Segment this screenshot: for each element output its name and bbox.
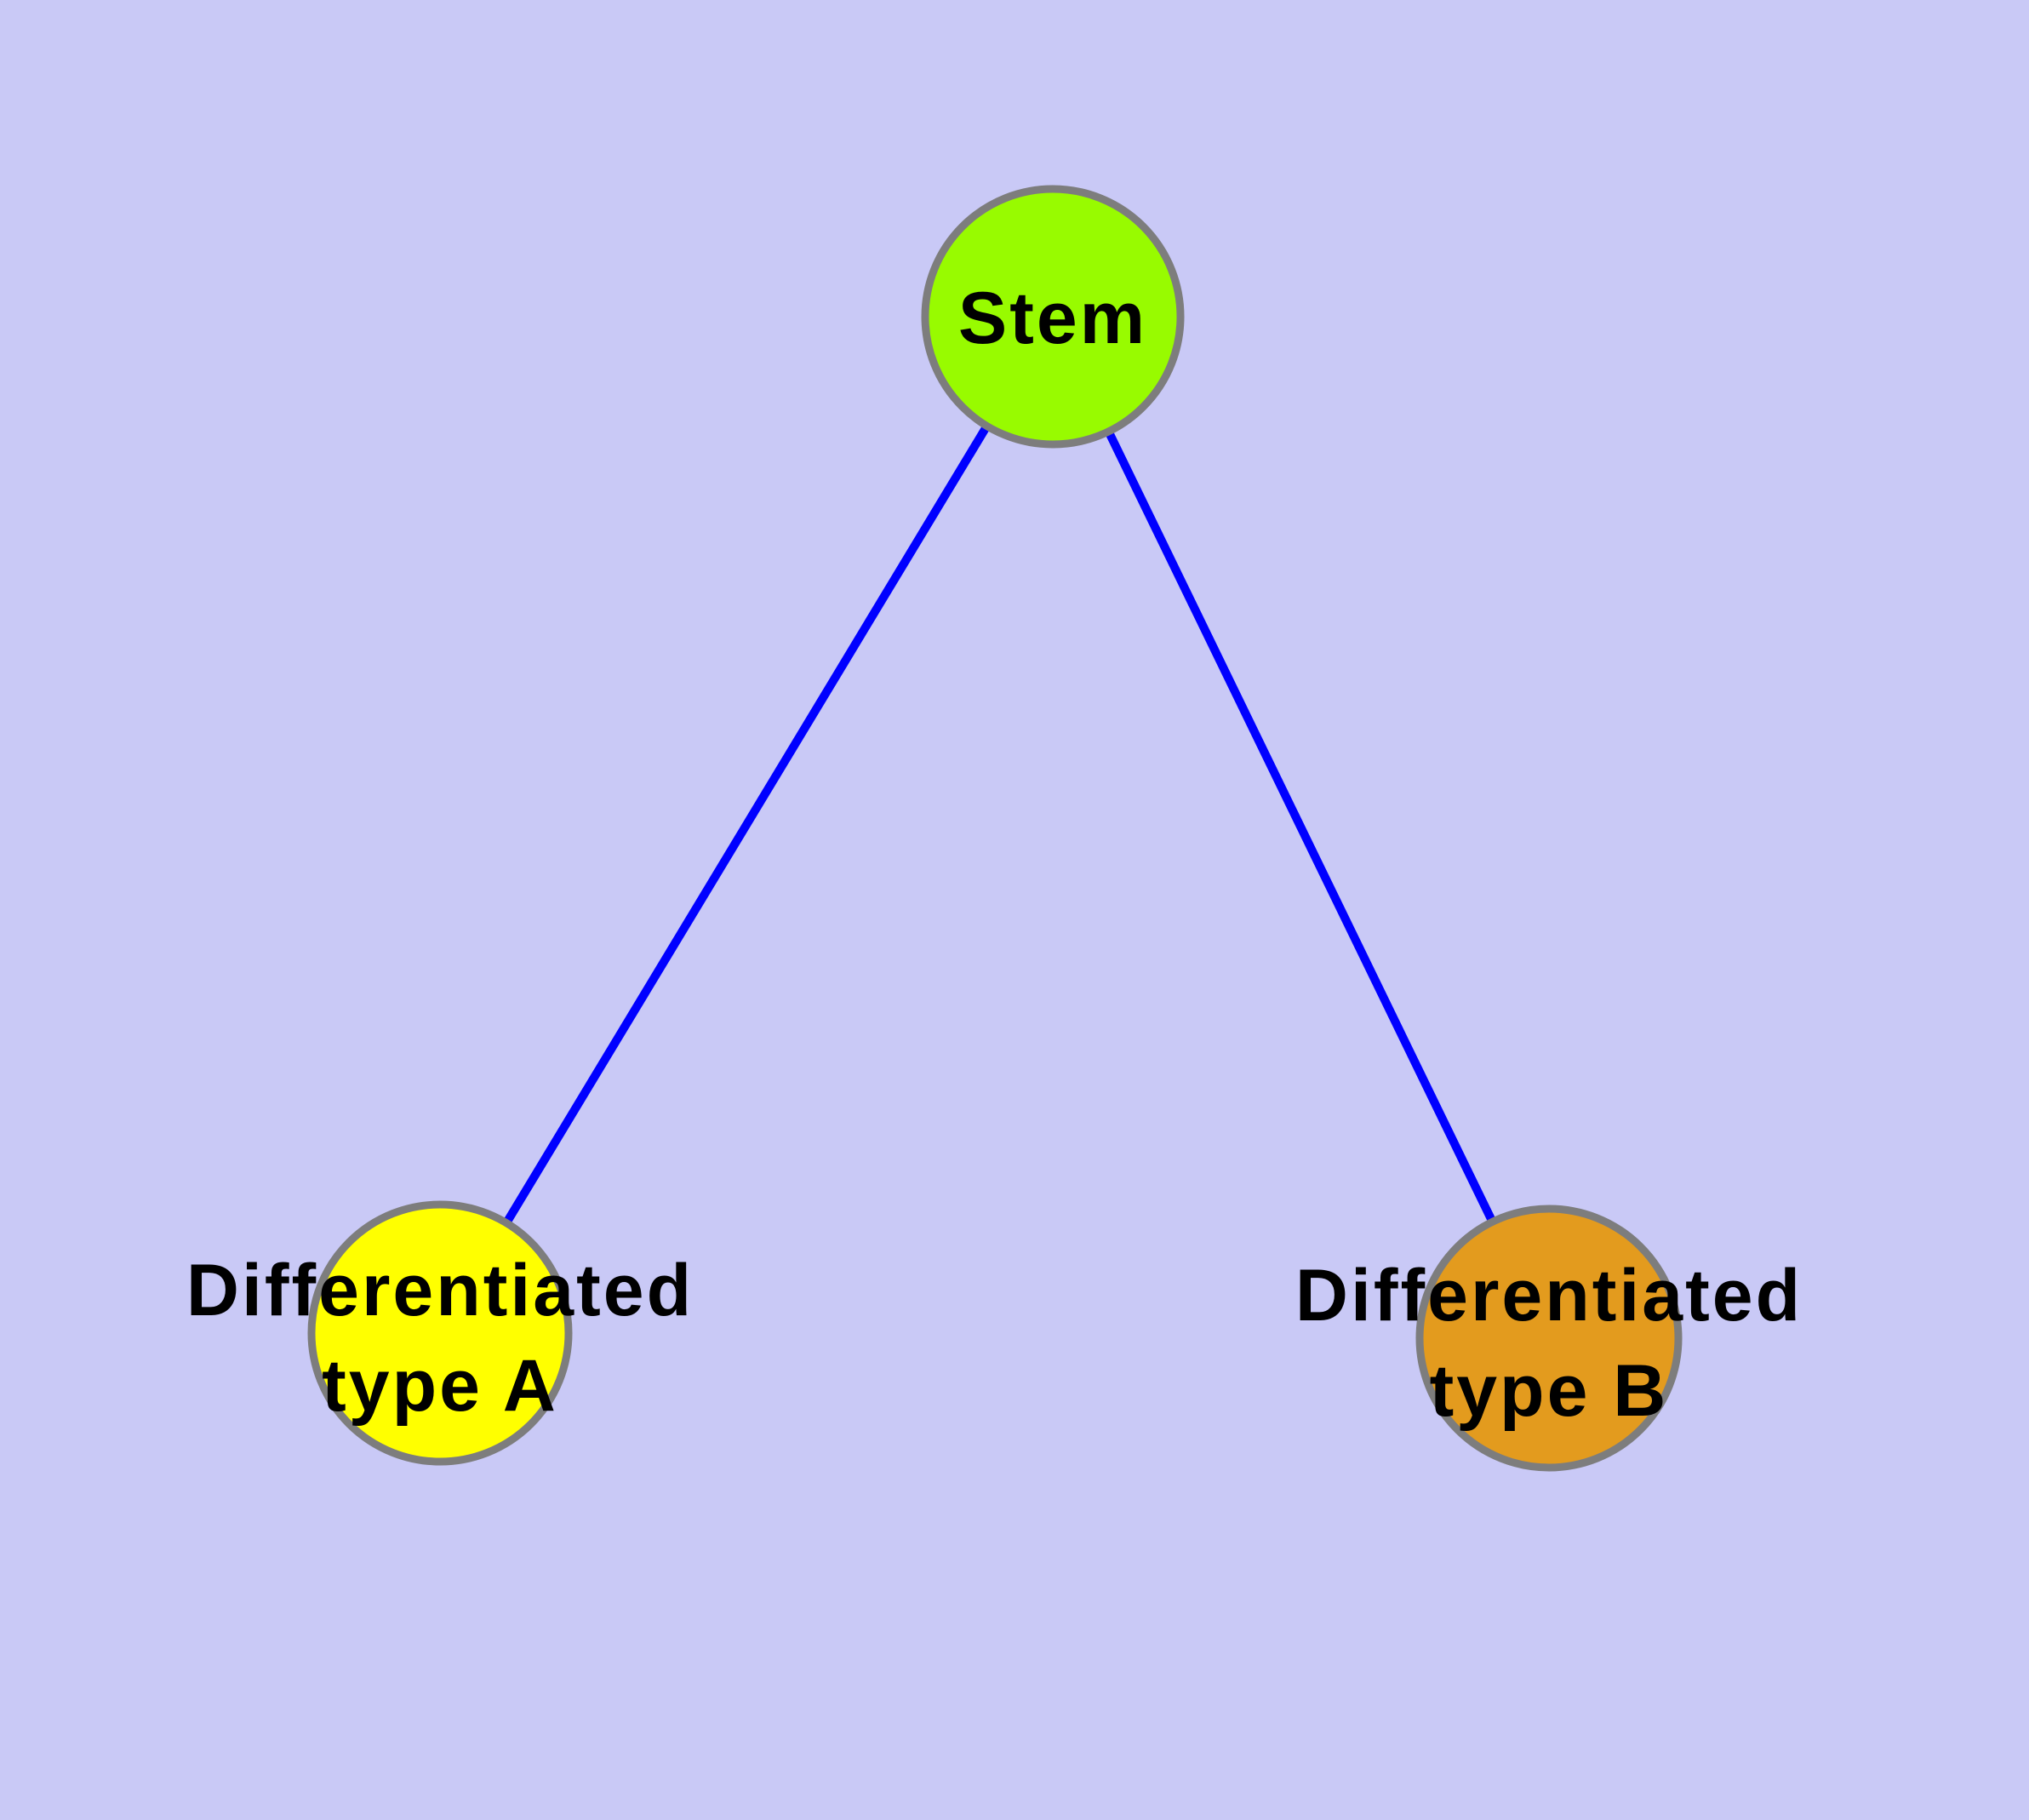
edge-stem-to-typeB	[1049, 314, 1553, 1341]
node-typeA-circle	[307, 1200, 573, 1466]
edge-stem-to-typeA	[436, 314, 1057, 1336]
edge-group	[436, 314, 1553, 1341]
node-differentiated-type-a: Differentiated type A	[186, 1200, 694, 1466]
node-typeA-label-line1: Differentiated	[186, 1250, 694, 1331]
node-typeB-circle	[1415, 1205, 1683, 1472]
node-stem-circle	[921, 185, 1185, 449]
node-differentiated-type-b: Differentiated type B	[1295, 1205, 1803, 1472]
node-typeB-label-line1: Differentiated	[1295, 1255, 1803, 1336]
node-stem: Stem	[921, 185, 1185, 449]
node-stem-label: Stem	[958, 278, 1147, 359]
node-typeA-label-line2: type A	[322, 1345, 558, 1427]
node-typeB-label-line2: type B	[1430, 1350, 1669, 1432]
